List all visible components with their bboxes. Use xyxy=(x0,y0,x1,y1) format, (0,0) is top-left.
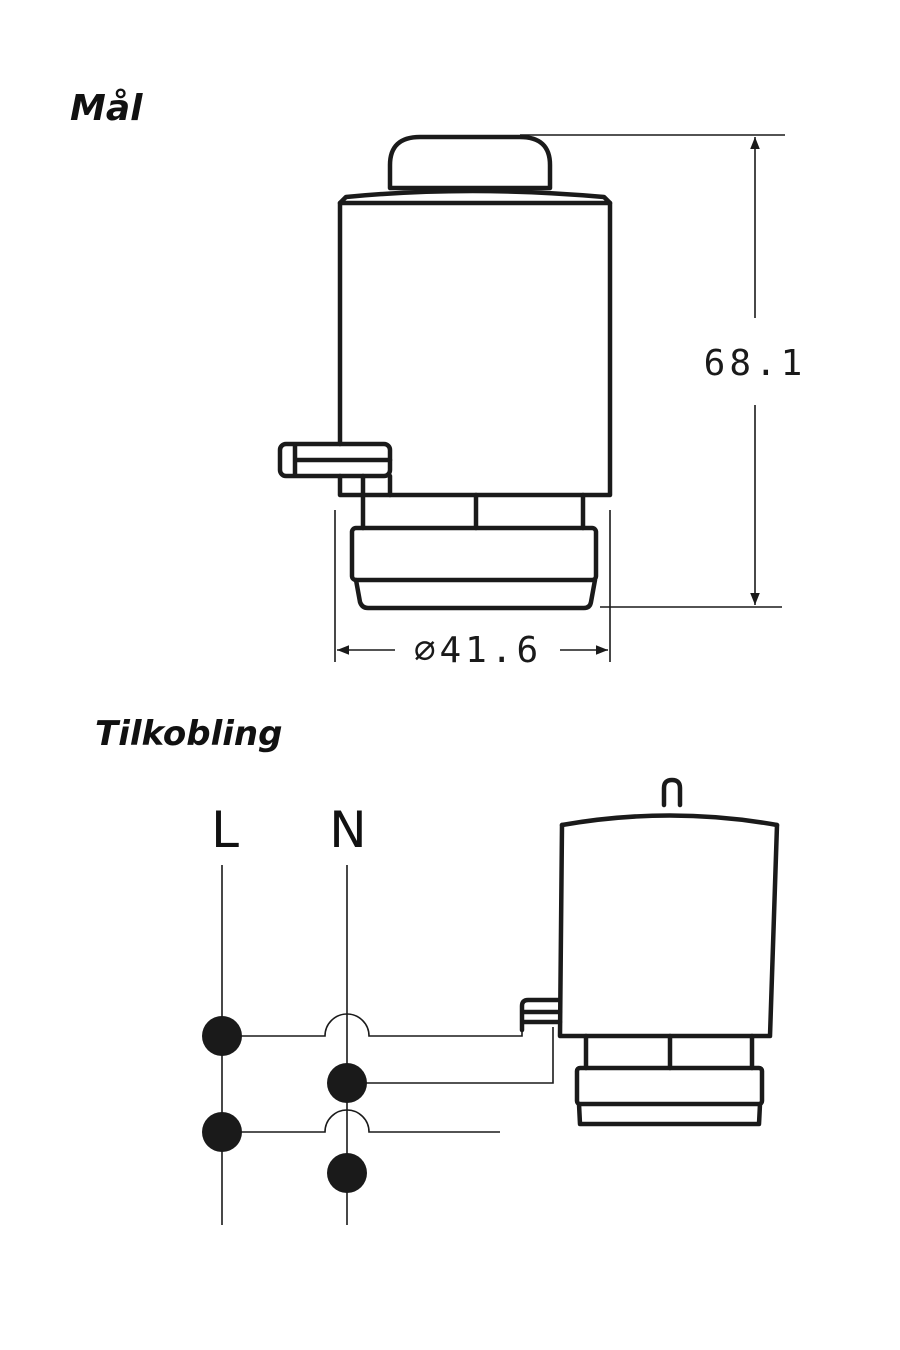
actuator-wiring-drawing xyxy=(519,777,780,1127)
height-label: 68.1 xyxy=(704,343,807,384)
actuator-ring xyxy=(574,1065,765,1107)
actuator-dimension-drawing: ⌀41.6 68.1 xyxy=(277,134,807,671)
junction-dot xyxy=(327,1153,367,1193)
junction-dot xyxy=(202,1112,242,1152)
actuator-lid xyxy=(337,188,613,206)
actuator-lid xyxy=(559,813,780,828)
actuator-body xyxy=(337,200,613,498)
junction-dot xyxy=(327,1063,367,1103)
terminal-label-live: L xyxy=(211,801,239,859)
dimensions-title: Mål xyxy=(70,88,143,129)
actuator-base xyxy=(576,1101,763,1127)
diameter-label: ⌀41.6 xyxy=(414,630,542,671)
junction-dot xyxy=(202,1016,242,1056)
connection-title: Tilkobling xyxy=(95,714,282,754)
actuator-cap xyxy=(387,134,553,191)
actuator-lever xyxy=(519,997,563,1033)
actuator-base xyxy=(353,577,598,611)
wiring-diagram: L N xyxy=(202,801,554,1225)
wire-live-2 xyxy=(222,1109,500,1133)
terminal-label-neutral: N xyxy=(329,801,366,859)
wire-live-1 xyxy=(222,1010,523,1037)
actuator-ring xyxy=(349,525,599,583)
actuator-body xyxy=(557,822,780,1039)
actuator-indicator-pin xyxy=(661,777,683,808)
wire-neutral-1 xyxy=(347,1027,554,1084)
